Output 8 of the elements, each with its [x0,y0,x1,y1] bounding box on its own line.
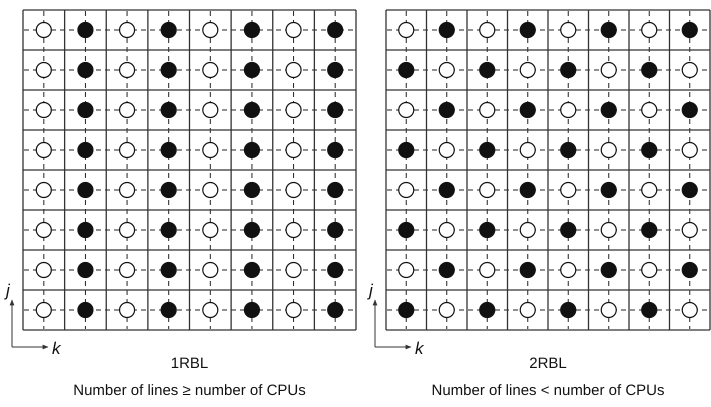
panel-title: 2RBL [529,356,567,371]
axis-label: j [6,282,10,299]
panel-title: 1RBL [170,356,208,371]
axis-label: j [369,282,373,299]
panel-caption: Number of lines < number of CPUs [432,383,664,398]
panel-caption: Number of lines ≥ number of CPUs [73,383,306,398]
axis-label: k [415,340,424,357]
axis-label: k [52,340,60,357]
